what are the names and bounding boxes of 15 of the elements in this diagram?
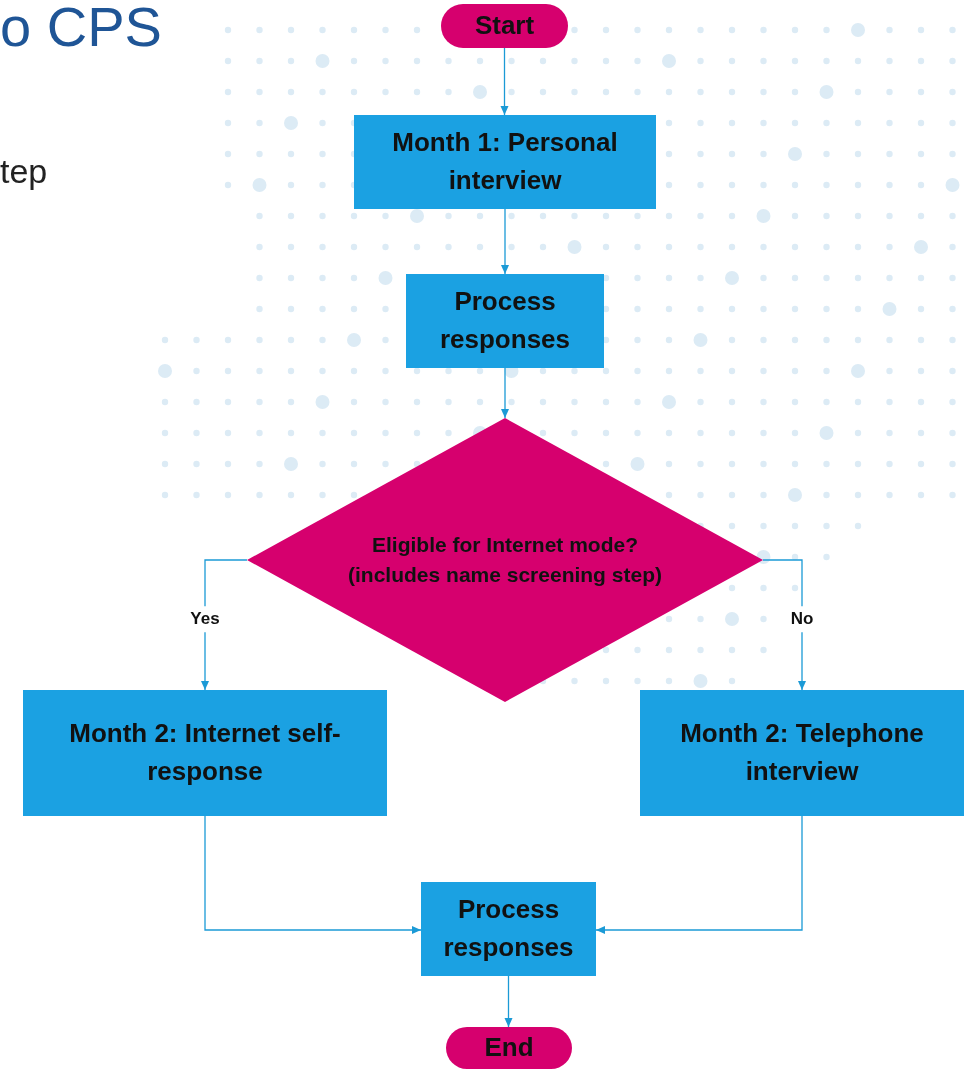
arrow	[204, 815, 422, 934]
process-box: Month 1: Personal interview	[354, 115, 656, 209]
arrow	[595, 815, 803, 934]
slide-text: tep	[0, 151, 48, 192]
arrow	[501, 208, 509, 275]
terminal-pill: Start	[441, 4, 568, 48]
arrow	[500, 47, 509, 116]
slide-title: o CPS	[0, 0, 162, 60]
arrow	[504, 975, 513, 1028]
arrow	[501, 367, 509, 419]
process-box: Process responses	[406, 274, 604, 368]
process-box: Process responses	[421, 882, 596, 976]
terminal-pill: End	[446, 1027, 572, 1069]
process-box: Month 2: Telephone interview	[640, 690, 964, 816]
process-box: Month 2: Internet self-response	[23, 690, 387, 816]
